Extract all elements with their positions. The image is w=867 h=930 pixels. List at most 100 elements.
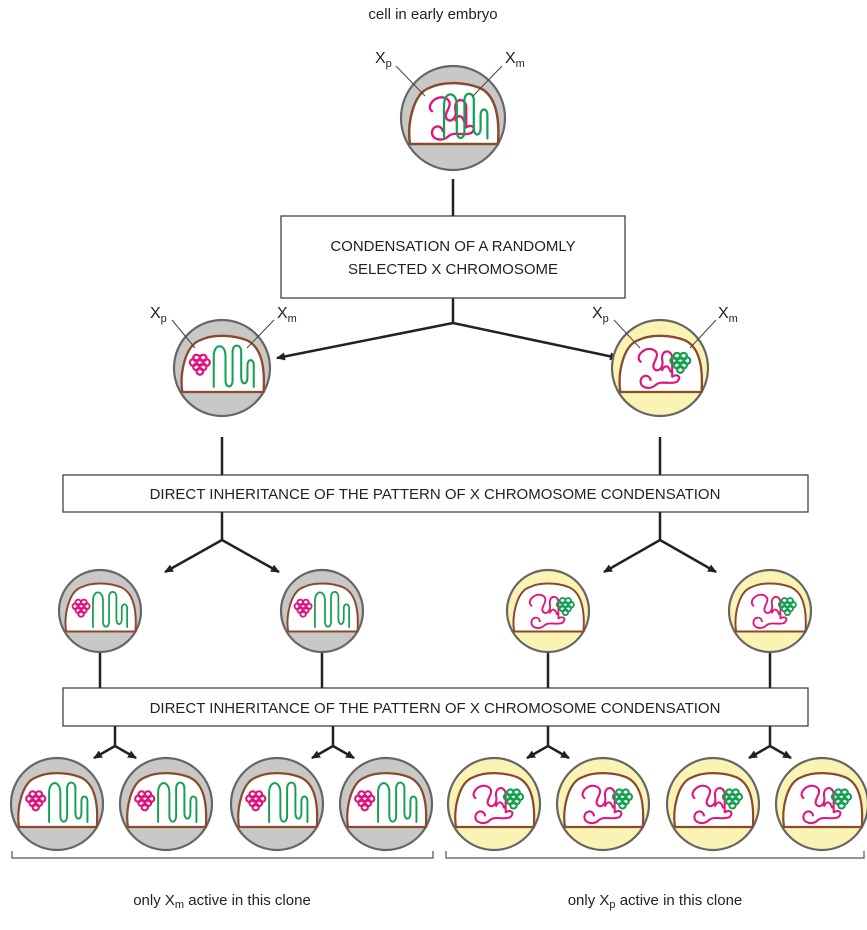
nucleus bbox=[126, 772, 208, 829]
cell bbox=[229, 756, 325, 852]
condensed-paternal-x bbox=[71, 598, 91, 618]
xp-label: Xp bbox=[150, 305, 167, 325]
nucleus bbox=[512, 582, 585, 633]
nucleus bbox=[17, 772, 99, 829]
cell bbox=[727, 568, 813, 654]
condensed-maternal-x bbox=[502, 788, 525, 810]
cell bbox=[279, 568, 365, 654]
arrow bbox=[769, 744, 792, 760]
condensed-maternal-x bbox=[830, 788, 853, 810]
cell bbox=[505, 568, 591, 654]
active-maternal-x bbox=[48, 781, 89, 824]
condensed-paternal-x bbox=[293, 598, 313, 618]
active-maternal-x bbox=[314, 591, 350, 628]
arrow bbox=[164, 538, 223, 574]
label-pointer bbox=[472, 65, 503, 97]
cell bbox=[446, 756, 542, 852]
active-paternal-x bbox=[637, 347, 681, 389]
condensed-paternal-x bbox=[25, 790, 47, 812]
left-clone-caption: only Xm active in this clone bbox=[133, 892, 311, 911]
condensation-label-line1: CONDENSATION OF A RANDOMLY bbox=[330, 238, 575, 255]
nucleus bbox=[237, 772, 319, 829]
cell bbox=[57, 568, 143, 654]
cell bbox=[9, 756, 105, 852]
right-clone-caption: only Xp active in this clone bbox=[568, 892, 743, 911]
condensed-maternal-x bbox=[555, 597, 575, 617]
active-paternal-x bbox=[472, 784, 514, 825]
connector-lines bbox=[93, 179, 792, 760]
cell bbox=[610, 318, 710, 418]
arrow bbox=[311, 744, 334, 760]
label-pointer bbox=[246, 319, 275, 349]
nucleus bbox=[673, 772, 755, 829]
active-paternal-x bbox=[750, 593, 788, 629]
condensed-paternal-x bbox=[354, 790, 376, 812]
cells-layer bbox=[9, 64, 867, 852]
nucleus bbox=[618, 334, 704, 394]
nucleus bbox=[346, 772, 428, 829]
active-paternal-x bbox=[581, 784, 623, 825]
label-pointer bbox=[395, 65, 426, 97]
arrow bbox=[603, 538, 661, 574]
arrow bbox=[748, 744, 771, 760]
label-pointer bbox=[171, 319, 196, 349]
condensed-maternal-x bbox=[777, 597, 797, 617]
xm-label: Xm bbox=[277, 305, 297, 325]
arrow bbox=[332, 744, 355, 760]
nucleus bbox=[286, 582, 359, 633]
cell bbox=[555, 756, 651, 852]
active-maternal-x bbox=[92, 591, 128, 628]
nucleus bbox=[180, 334, 266, 394]
left-clone-bracket bbox=[11, 851, 434, 859]
clone-brackets bbox=[11, 851, 865, 859]
arrow bbox=[276, 321, 454, 361]
nucleus bbox=[563, 772, 645, 829]
xp-label: Xp bbox=[592, 305, 609, 325]
right-clone-bracket bbox=[445, 851, 865, 859]
condensed-maternal-x bbox=[669, 351, 692, 374]
condensed-paternal-x bbox=[134, 790, 156, 812]
inheritance-label-2: DIRECT INHERITANCE OF THE PATTERN OF X C… bbox=[150, 700, 721, 717]
cell bbox=[774, 756, 867, 852]
condensed-paternal-x bbox=[188, 353, 211, 376]
cell bbox=[118, 756, 214, 852]
xm-label: Xm bbox=[718, 305, 738, 325]
nucleus bbox=[454, 772, 536, 829]
condensation-label-line2: SELECTED X CHROMOSOME bbox=[348, 261, 558, 278]
active-maternal-x bbox=[442, 92, 489, 140]
cell bbox=[172, 318, 272, 418]
arrow bbox=[452, 321, 619, 361]
active-paternal-x bbox=[691, 784, 733, 825]
nucleus bbox=[734, 582, 807, 633]
active-paternal-x bbox=[800, 784, 842, 825]
nucleus bbox=[782, 772, 864, 829]
arrow bbox=[659, 538, 717, 574]
nucleus bbox=[64, 582, 137, 633]
arrow bbox=[114, 744, 137, 760]
inheritance-step-box-2: DIRECT INHERITANCE OF THE PATTERN OF X C… bbox=[62, 687, 809, 727]
condensed-maternal-x bbox=[611, 788, 634, 810]
cell bbox=[338, 756, 434, 852]
active-maternal-x bbox=[212, 344, 255, 388]
condensation-step-box: CONDENSATION OF A RANDOMLY SELECTED X CH… bbox=[280, 215, 626, 299]
arrow bbox=[526, 744, 549, 760]
arrow bbox=[93, 744, 116, 760]
active-maternal-x bbox=[268, 781, 309, 824]
cell bbox=[665, 756, 761, 852]
label-pointer bbox=[689, 319, 717, 349]
diagram-title: cell in early embryo bbox=[368, 6, 497, 23]
xp-label: Xp bbox=[375, 50, 392, 70]
label-pointer bbox=[613, 319, 641, 349]
nucleus bbox=[408, 81, 500, 146]
condensed-maternal-x bbox=[721, 788, 744, 810]
cell bbox=[399, 64, 507, 172]
inheritance-step-box-1: DIRECT INHERITANCE OF THE PATTERN OF X C… bbox=[62, 474, 809, 513]
active-maternal-x bbox=[377, 781, 418, 824]
active-paternal-x bbox=[528, 593, 566, 629]
xm-label: Xm bbox=[505, 50, 525, 70]
inheritance-label-1: DIRECT INHERITANCE OF THE PATTERN OF X C… bbox=[150, 486, 721, 503]
condensed-paternal-x bbox=[245, 790, 267, 812]
arrow bbox=[547, 744, 570, 760]
